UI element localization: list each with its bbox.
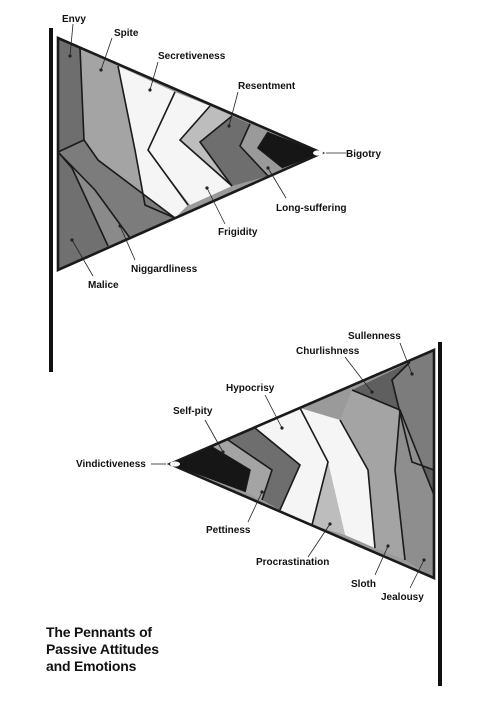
top-pennant-outline bbox=[56, 36, 326, 272]
label-self-pity: Self-pity bbox=[173, 406, 213, 417]
region-resentment bbox=[200, 116, 268, 186]
region-hypocrisy-shade bbox=[312, 462, 345, 535]
label-sloth: Sloth bbox=[351, 579, 376, 590]
label-resentment: Resentment bbox=[238, 81, 296, 92]
label-bigotry: Bigotry bbox=[346, 149, 381, 160]
label-vindictiveness: Vindictiveness bbox=[76, 459, 146, 470]
label-hypocrisy: Hypocrisy bbox=[226, 383, 275, 394]
figure-title: The Pennants of Passive Attitudes and Em… bbox=[46, 624, 159, 675]
label-niggardliness: Niggardliness bbox=[131, 264, 198, 275]
top-pennant-leader-dots bbox=[68, 54, 270, 242]
region-secretiveness bbox=[118, 66, 188, 218]
region-spite bbox=[80, 48, 175, 218]
region-envy bbox=[58, 38, 84, 152]
bottom-pennant-outline bbox=[166, 348, 436, 580]
region-niggardliness bbox=[58, 140, 175, 238]
region-sullenness bbox=[392, 350, 434, 470]
figure-title-line-3: and Emotions bbox=[46, 658, 137, 674]
label-long-suffering: Long-suffering bbox=[276, 203, 347, 214]
region-sloth bbox=[340, 390, 405, 560]
label-frigidity: Frigidity bbox=[218, 227, 258, 238]
region-pettiness bbox=[212, 440, 272, 500]
bottom-pennant-boundaries bbox=[211, 361, 435, 561]
label-sullenness: Sullenness bbox=[348, 331, 401, 342]
bottom-pennant-tip-highlight bbox=[170, 461, 180, 467]
region-hypocrisy bbox=[255, 408, 328, 525]
region-jealousy bbox=[395, 410, 434, 578]
label-jealousy: Jealousy bbox=[381, 592, 424, 603]
label-procrastination: Procrastination bbox=[256, 557, 329, 568]
region-frigidity bbox=[148, 92, 232, 205]
label-churlishness: Churlishness bbox=[296, 346, 360, 357]
top-pennant-leaders bbox=[69, 23, 346, 277]
region-self-pity bbox=[228, 428, 300, 510]
label-malice: Malice bbox=[88, 280, 119, 291]
label-envy: Envy bbox=[62, 14, 86, 25]
top-pennant-tip-highlight bbox=[313, 150, 323, 156]
region-long-suffering bbox=[240, 124, 283, 176]
label-spite: Spite bbox=[114, 28, 139, 39]
bottom-pennant-leaders bbox=[151, 342, 425, 589]
figure-title-line-1: The Pennants of bbox=[46, 624, 152, 640]
bottom-pennant-leader-dots bbox=[221, 372, 426, 562]
label-secretiveness: Secretiveness bbox=[158, 51, 226, 62]
top-pennant: Envy Spite Secretiveness Resentment Bigo… bbox=[49, 14, 381, 372]
figure-title-line-2: Passive Attitudes bbox=[46, 641, 159, 657]
label-pettiness: Pettiness bbox=[206, 525, 251, 536]
top-pennant-boundaries bbox=[57, 47, 284, 247]
bottom-pennant: Sullenness Churlishness Hypocrisy Self-p… bbox=[76, 331, 442, 686]
